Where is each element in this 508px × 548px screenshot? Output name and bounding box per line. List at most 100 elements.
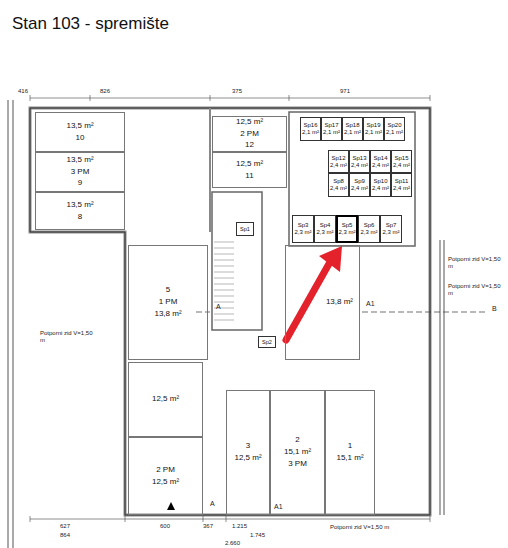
unit-name: Sp8 [333,178,344,185]
dimension: 367 [203,523,213,530]
dimension-line [30,519,430,520]
retaining-wall [8,100,9,548]
page-title: Stan 103 - spremište [12,14,169,34]
area-label: 1 [348,442,352,451]
unit-name: Sp18 [345,122,359,129]
storage-unit: Sp32,3 m² [292,215,314,243]
retaining-wall [440,240,441,515]
parking-space: 13,5 m²3 PM9 [35,152,125,192]
dimension-ticks [30,95,430,522]
storage-unit: Sp112,4 m² [391,173,412,197]
area-label: 2,3 m² [316,229,333,236]
dimension: 1.745 [250,532,265,539]
unit-name: Sp9 [354,178,365,185]
unit-name: Sp4 [320,222,331,229]
area-label: 2,3 m² [360,229,377,236]
area-label: 13,5 m² [66,156,93,165]
area-label: 12,5 m² [236,160,263,169]
unit-name: Sp14 [373,155,387,162]
area-label: 13,5 m² [66,122,93,131]
pointer-arrow [286,262,330,340]
parking-space: 13,5 m²8 [35,192,125,230]
wall-note: Potporni zid V=1,50 m [448,256,504,269]
retaining-wall [13,100,14,548]
area-label: 15,1 m² [336,454,363,463]
area-label: 13,5 m² [66,201,93,210]
entrance-mark [167,502,175,510]
dimension: 375 [232,88,242,95]
dimension: 971 [340,88,350,95]
area-label: 12,5 m² [234,454,261,463]
unit-name: Sp10 [373,178,387,185]
stair-core [212,192,262,330]
storage-unit: Sp152,4 m² [391,150,412,173]
area-label: 12,5 m² [152,478,179,487]
unit-name: Sp19 [366,122,380,129]
area-label: 2,4 m² [351,185,368,192]
wall-note: Potporni zid V=1,50 m [448,283,504,296]
section-line [362,312,488,313]
area-label: 2,4 m² [393,185,410,192]
storage-unit: Sp172,1 m² [321,117,342,141]
area-label: 2 [295,436,299,445]
parking-space: 1 15,1 m² [325,390,375,515]
unit-name: Sp13 [352,155,366,162]
unit-name: Sp11 [395,178,409,185]
wall-note: Potporni zid V=1,50 m [330,524,400,531]
area-label: 2,4 m² [351,162,368,169]
storage-unit: Sp192,1 m² [363,117,384,141]
area-label: 1 PM [159,298,178,307]
unit-name: Sp20 [387,122,401,129]
unit-name: Sp3 [298,222,309,229]
area-label: 2,1 m² [302,129,319,136]
unit-name: Sp12 [331,155,345,162]
area-label: 3 PM [288,460,307,469]
area-label: 2 PM [240,130,259,139]
area-label: 2,1 m² [386,129,403,136]
dimension: 2.660 [225,540,240,547]
storage-room-wall [289,112,415,246]
storage-unit: Sp1 [236,222,254,236]
storage-unit: Sp72,3 m² [380,215,402,243]
dimension: 1.215 [232,523,247,530]
area-label: 13,8 m² [154,310,181,319]
storage-unit: Sp52,3 m² [336,215,358,243]
storage-unit: Sp132,4 m² [349,150,370,173]
dimension: 416 [18,88,28,95]
section-mark: B [492,305,497,313]
area-label: 9 [78,179,82,188]
area-label: 12,5 m² [152,395,179,404]
stair-steps [214,242,234,320]
area-label: 2,4 m² [372,162,389,169]
retaining-wall [444,240,445,515]
parking-space: 312,5 m² [226,390,270,515]
parking-space: 51 PM13,8 m² [128,245,208,360]
parking-space: 13,5 m² 10 [35,112,125,152]
area-label: 13,8 m² [326,298,353,307]
area-label: 10 [76,134,85,143]
area-label: 2,3 m² [294,229,311,236]
outer-wall [30,108,430,515]
area-label: 15,1 m² [284,448,311,457]
dimension: 627 [60,523,70,530]
storage-unit: Sp202,1 m² [384,117,405,141]
storage-unit: Sp142,4 m² [370,150,391,173]
area-label: 2,4 m² [372,185,389,192]
area-label: 2,3 m² [382,229,399,236]
parking-space: 2 PM 12,5 m² [128,437,203,515]
unit-name: Sp5 [342,222,353,229]
parking-space: 12,5 m² 11 [212,152,287,188]
unit-name: Sp16 [303,122,317,129]
storage-unit: Sp92,4 m² [349,173,370,197]
wall-note: Potporni zid V=1,50 m [40,330,95,343]
area-label: 12,5 m² [236,118,263,127]
unit-name: Sp17 [324,122,338,129]
unit-name: Sp1 [240,226,250,232]
dimension: 864 [60,532,70,539]
area-label: 2 PM [156,466,175,475]
area-label: 11 [245,172,253,181]
storage-unit: Sp122,4 m² [328,150,349,173]
area-label: 2,4 m² [330,185,347,192]
storage-unit: Sp102,4 m² [370,173,391,197]
